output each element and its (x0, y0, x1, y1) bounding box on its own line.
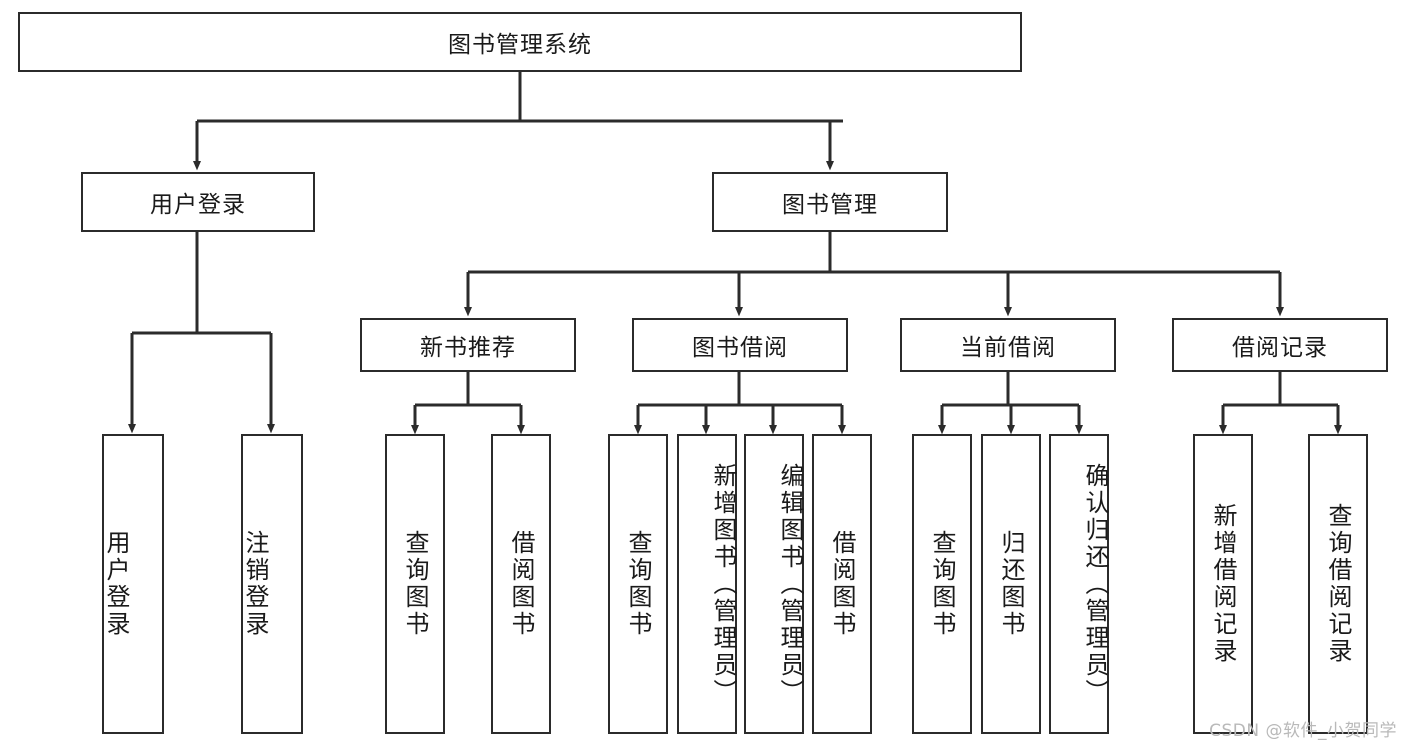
node-leaf-query-book-2[interactable]: 查询图书 (608, 434, 668, 734)
node-leaf-return-book[interactable]: 归还图书 (981, 434, 1041, 734)
node-leaf-confirm-return[interactable]: 确认归还（管理员） (1049, 434, 1109, 734)
node-user-login-label: 用户登录 (150, 192, 246, 218)
node-leaf-query-book-3[interactable]: 查询图书 (912, 434, 972, 734)
node-leaf-borrow-book-2[interactable]: 借阅图书 (812, 434, 872, 734)
node-book-borrow-label: 图书借阅 (692, 335, 788, 361)
node-leaf-add-borrow-record[interactable]: 新增借阅记录 (1193, 434, 1253, 734)
node-leaf-user-logout[interactable]: 注销登录 (241, 434, 303, 734)
node-leaf-edit-book-label: 编辑图书（管理员） (776, 462, 804, 706)
node-leaf-add-book-label: 新增图书（管理员） (709, 462, 737, 706)
node-leaf-edit-book[interactable]: 编辑图书（管理员） (744, 434, 804, 734)
node-leaf-query-borrow-record-label: 查询借阅记录 (1324, 503, 1352, 665)
node-leaf-query-book-3-label: 查询图书 (928, 530, 956, 638)
node-new-book-recommend[interactable]: 新书推荐 (360, 318, 576, 372)
node-root-label: 图书管理系统 (448, 32, 592, 58)
node-leaf-user-logout-label: 注销登录 (241, 530, 269, 638)
node-new-book-recommend-label: 新书推荐 (420, 335, 516, 361)
csdn-watermark: CSDN @软件_小贺同学 (1209, 721, 1397, 741)
node-user-login[interactable]: 用户登录 (81, 172, 315, 232)
node-leaf-return-book-label: 归还图书 (997, 530, 1025, 638)
node-leaf-query-book-1[interactable]: 查询图书 (385, 434, 445, 734)
node-book-management[interactable]: 图书管理 (712, 172, 948, 232)
node-borrow-record-label: 借阅记录 (1232, 335, 1328, 361)
node-leaf-user-login-label: 用户登录 (102, 530, 130, 638)
node-leaf-borrow-book-2-label: 借阅图书 (828, 530, 856, 638)
node-leaf-add-book[interactable]: 新增图书（管理员） (677, 434, 737, 734)
node-book-borrow[interactable]: 图书借阅 (632, 318, 848, 372)
node-leaf-confirm-return-label: 确认归还（管理员） (1081, 462, 1109, 706)
node-leaf-add-borrow-record-label: 新增借阅记录 (1209, 503, 1237, 665)
node-leaf-user-login[interactable]: 用户登录 (102, 434, 164, 734)
node-root[interactable]: 图书管理系统 (18, 12, 1022, 72)
node-current-borrow-label: 当前借阅 (960, 335, 1056, 361)
node-leaf-borrow-book-1[interactable]: 借阅图书 (491, 434, 551, 734)
node-leaf-borrow-book-1-label: 借阅图书 (507, 530, 535, 638)
node-leaf-query-borrow-record[interactable]: 查询借阅记录 (1308, 434, 1368, 734)
node-book-management-label: 图书管理 (782, 192, 878, 218)
node-current-borrow[interactable]: 当前借阅 (900, 318, 1116, 372)
node-leaf-query-book-2-label: 查询图书 (624, 530, 652, 638)
node-leaf-query-book-1-label: 查询图书 (401, 530, 429, 638)
node-borrow-record[interactable]: 借阅记录 (1172, 318, 1388, 372)
